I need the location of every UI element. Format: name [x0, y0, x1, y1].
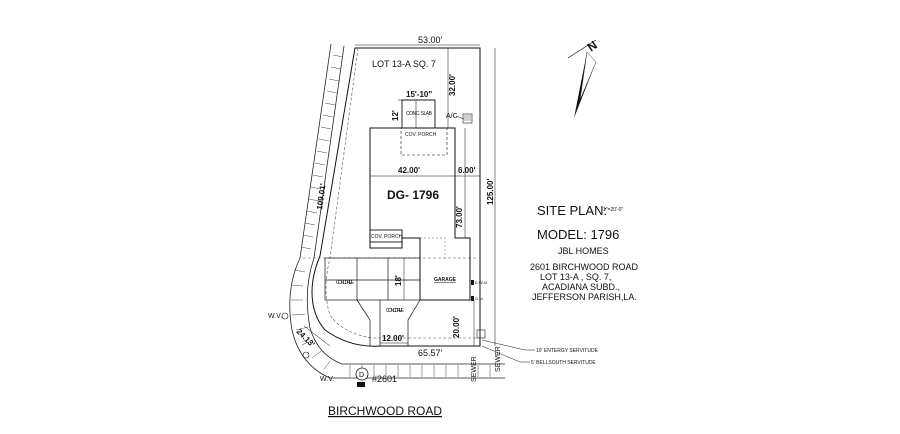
label-gm: G.M. [475, 296, 484, 301]
street-name: BIRCHWOOD ROAD [328, 404, 442, 418]
label-sewer-right: SEWER [495, 346, 502, 372]
info-site-plan: SITE PLAN: [537, 203, 607, 218]
dim-rear-setback: 32.00' [448, 74, 457, 96]
label-ac: A/C [446, 113, 458, 120]
label-cov-porch-rear: COV. PORCH [405, 132, 437, 138]
dim-house-depth: 73.00' [455, 206, 464, 228]
dim-bottom: 65.57' [418, 348, 443, 358]
electric-meter [471, 280, 474, 285]
info-builder: JBL HOMES [558, 246, 609, 256]
dim-slab-width: 15'-10" [406, 90, 432, 99]
dim-side-setback: 6.00' [458, 166, 476, 175]
label-entergy: 10' ENTERGY SERVITUDE [536, 348, 599, 354]
label-garage: GARAGE [434, 277, 457, 283]
water-valve-upper [281, 312, 289, 320]
dim-corner: 24.13' [295, 327, 317, 349]
mailbox [357, 382, 365, 387]
label-bellsouth: 5' BELLSOUTH SERVITUDE [531, 360, 596, 366]
ac-hatch [464, 115, 471, 121]
lot-boundary [311, 47, 481, 347]
label-conc-drive-left: CONC. DRIVE [336, 280, 355, 286]
info-model: MODEL: 1796 [537, 227, 619, 242]
gas-meter [471, 296, 474, 301]
d-marker-circle [355, 367, 369, 381]
front-porch [369, 229, 403, 243]
label-conc-slab: CONC. SLAB [406, 111, 433, 117]
label-sewer-left: SEWER [471, 356, 478, 382]
label-d-marker: D [359, 372, 364, 379]
label-cov-porch-front: COV. PORCH [371, 234, 403, 240]
water-valve-lower [302, 351, 310, 359]
label-meter: E.W.M. [475, 280, 488, 285]
label-wv-upper: W.V. [268, 313, 282, 320]
dim-house-width: 42.00' [398, 166, 420, 175]
label-address-number: #2601 [372, 374, 397, 384]
dim-right: 125.00' [486, 179, 495, 205]
leader-lines [455, 115, 535, 363]
model-label: DG- 1796 [387, 188, 439, 202]
dim-garage-offset: 18' [394, 275, 403, 286]
dim-top: 53.00' [418, 35, 443, 45]
sewer-box [476, 329, 486, 339]
ac-unit [462, 113, 473, 124]
servitude-lines [325, 47, 478, 339]
info-scale: 1"=20'-0" [603, 207, 623, 213]
dim-slab-depth: 12' [391, 110, 400, 121]
info-address-4: JEFFERSON PARISH,LA. [532, 292, 637, 302]
dim-drive-width: 12.00' [382, 334, 404, 343]
lot-label: LOT 13-A SQ. 7 [372, 59, 436, 69]
info-address-2: LOT 13-A , SQ. 7, [540, 272, 611, 282]
dim-front-setback: 20.00' [452, 316, 461, 338]
label-conc-drive-right: CONC. DRIVE [386, 308, 405, 314]
info-address-3: ACADIANA SUBD., [542, 282, 620, 292]
driveway [324, 257, 421, 346]
sidewalk-hatch [290, 54, 491, 377]
interior-dashed [420, 237, 446, 258]
dimension-lines [303, 44, 496, 347]
info-address-1: 2601 BIRCHWOOD ROAD [530, 262, 639, 272]
label-wv-lower: W.V. [320, 376, 334, 383]
north-arrow [567, 39, 597, 118]
dim-left: 109.01' [315, 183, 328, 210]
